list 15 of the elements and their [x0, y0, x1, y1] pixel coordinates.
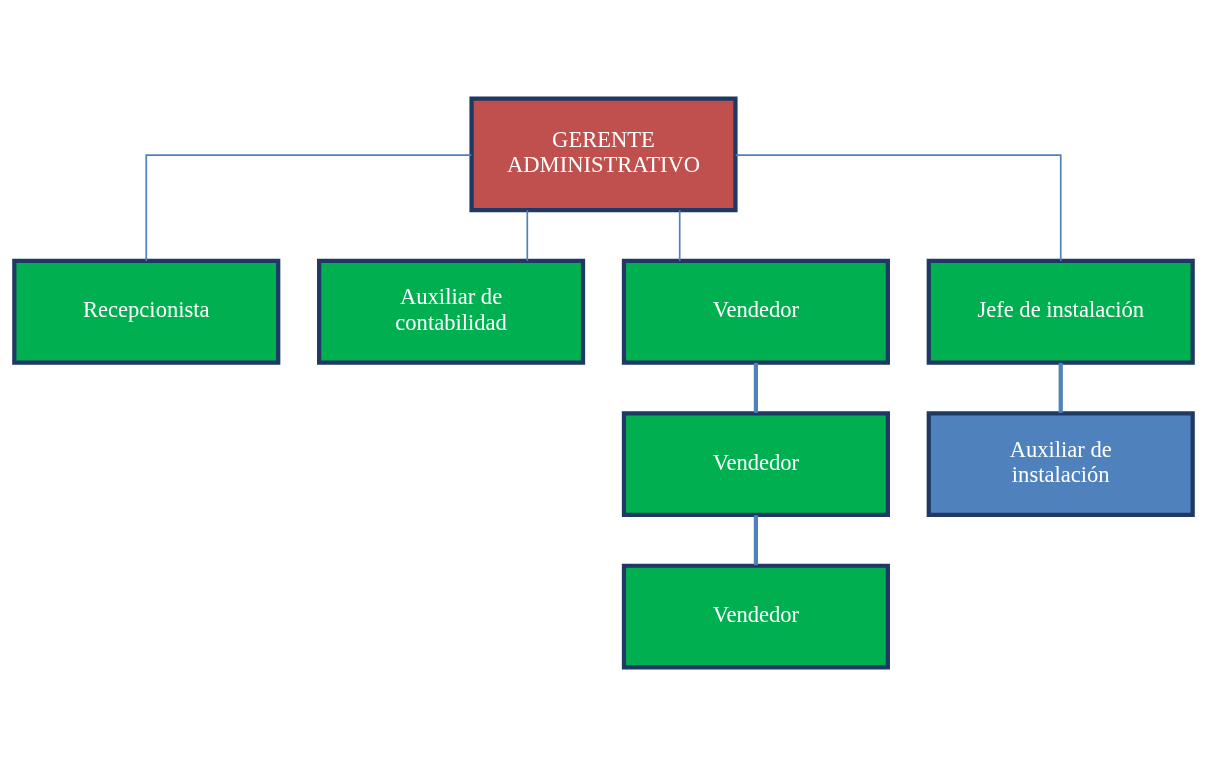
connector [145, 153, 473, 262]
connector [526, 208, 529, 262]
node-box: Vendedor [621, 258, 890, 365]
node-box: Vendedor [621, 410, 890, 517]
node-box: Jefe de instalación [926, 258, 1195, 365]
connector [753, 514, 759, 565]
node-box: GERENTE ADMINISTRATIVO [469, 96, 738, 212]
node-box: Auxiliar de instalación [926, 410, 1195, 517]
connector [753, 362, 759, 413]
connector [1058, 362, 1063, 413]
node-box: Vendedor [621, 563, 890, 669]
node-box: Auxiliar de contabilidad [317, 258, 586, 365]
connector [678, 208, 681, 262]
node-box: Recepcionista [12, 258, 281, 365]
connector [734, 153, 1062, 262]
